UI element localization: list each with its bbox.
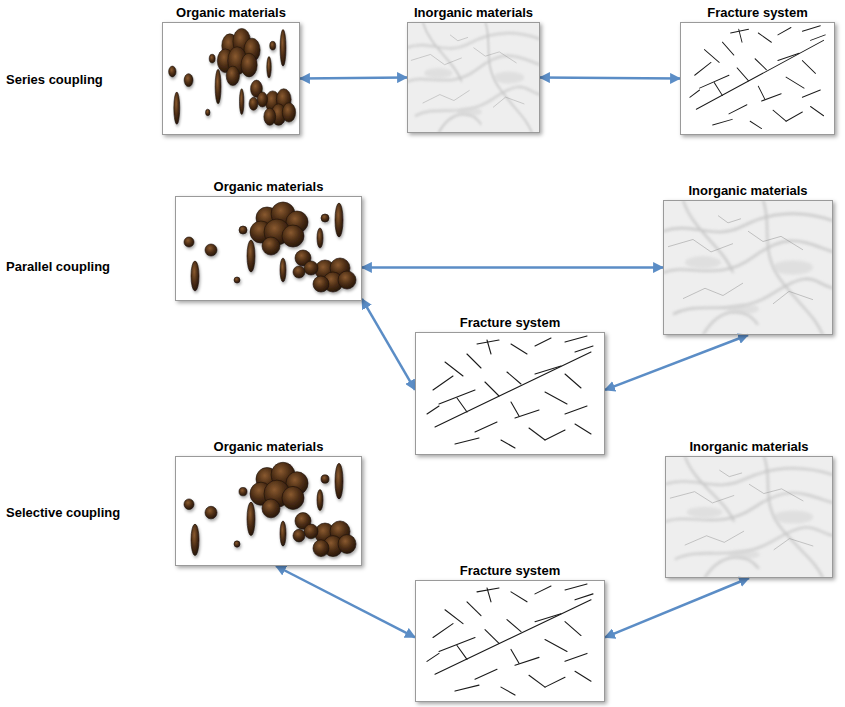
organic-illustration: [175, 456, 362, 566]
fracture-box: Fracture system: [415, 332, 605, 455]
box-heading: Organic materials: [176, 5, 286, 20]
inorganic-illustration: [663, 200, 833, 335]
fracture-illustration: [680, 22, 835, 135]
organic-illustration: [175, 196, 362, 301]
box-heading: Inorganic materials: [414, 5, 533, 20]
organic-box: Organic materials: [175, 196, 362, 301]
coupling-arrow: [605, 578, 749, 637]
box-heading: Inorganic materials: [688, 183, 807, 198]
coupling-arrow: [605, 335, 748, 390]
box-heading: Inorganic materials: [689, 439, 808, 454]
fracture-box: Fracture system: [415, 580, 605, 702]
coupling-arrow: [276, 566, 415, 637]
row-label: Series coupling: [6, 72, 103, 87]
fracture-illustration: [415, 332, 605, 455]
inorganic-box: Inorganic materials: [663, 200, 833, 335]
inorganic-box: Inorganic materials: [665, 456, 833, 578]
fracture-illustration: [415, 580, 605, 702]
coupling-arrow: [362, 266, 663, 269]
organic-box: Organic materials: [175, 456, 362, 566]
coupling-arrow: [362, 299, 415, 390]
inorganic-box: Inorganic materials: [407, 22, 540, 133]
box-heading: Fracture system: [707, 5, 807, 20]
fracture-box: Fracture system: [680, 22, 835, 135]
coupling-arrow: [540, 78, 680, 79]
row-label: Parallel coupling: [6, 259, 110, 274]
box-heading: Fracture system: [460, 563, 560, 578]
row-label: Selective coupling: [6, 505, 120, 520]
organic-box: Organic materials: [162, 22, 300, 135]
box-heading: Fracture system: [460, 315, 560, 330]
box-heading: Organic materials: [214, 179, 324, 194]
inorganic-illustration: [665, 456, 833, 578]
box-heading: Organic materials: [214, 439, 324, 454]
organic-illustration: [162, 22, 300, 135]
coupling-arrow: [300, 78, 407, 79]
inorganic-illustration: [407, 22, 540, 133]
